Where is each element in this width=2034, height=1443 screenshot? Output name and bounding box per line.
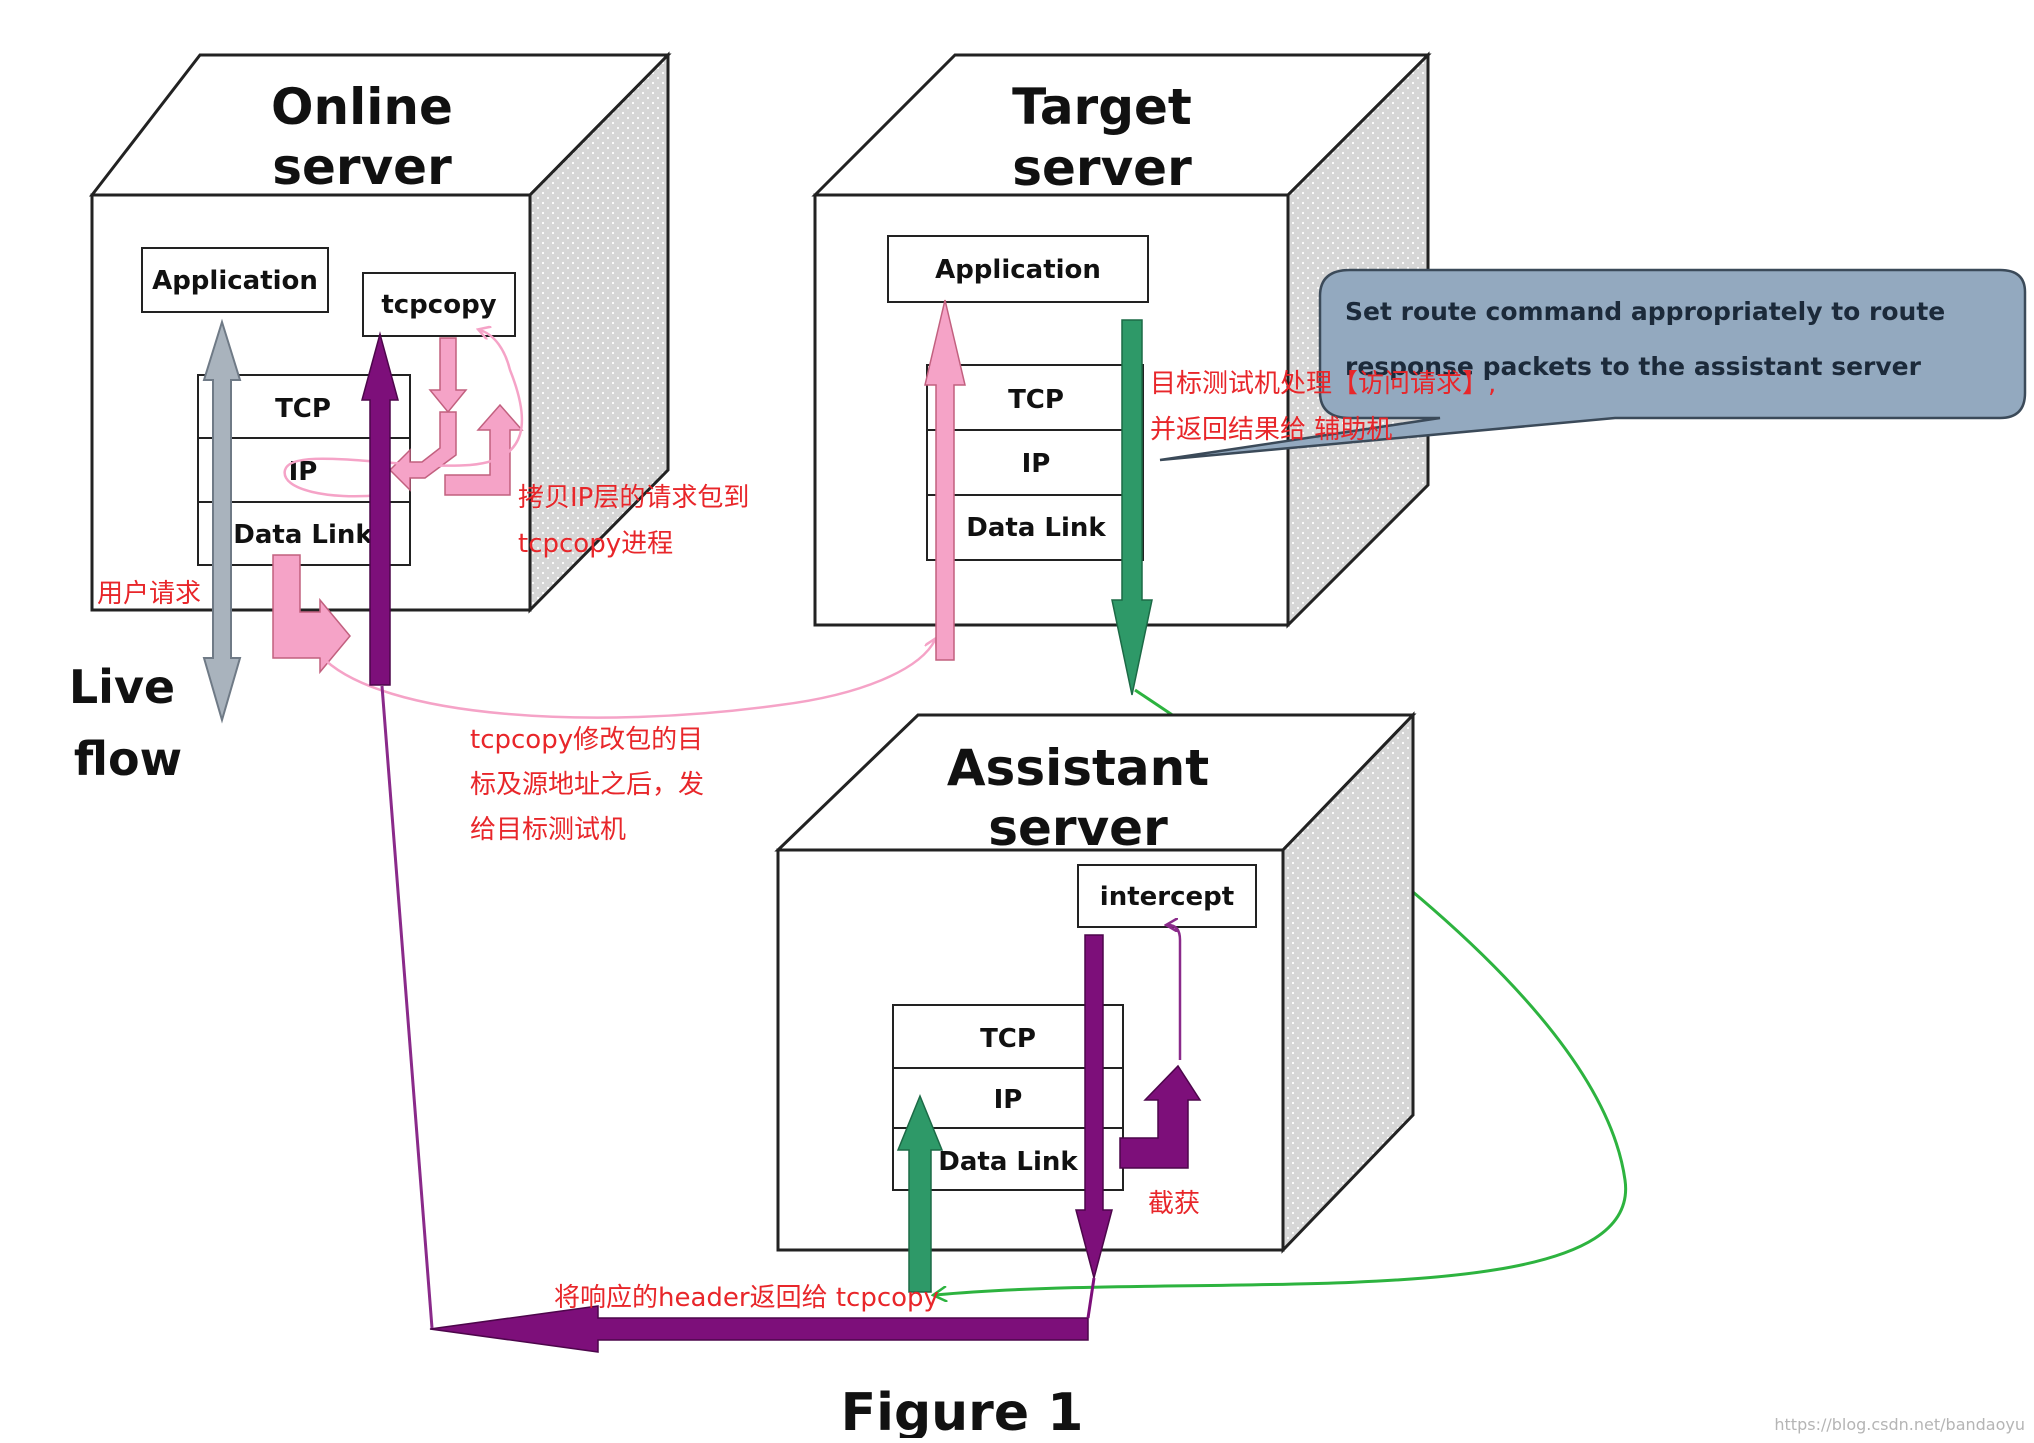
online-copy-down-arrow <box>428 337 468 414</box>
target-server-title-line2: server <box>1012 139 1192 197</box>
note-modify-line2: 标及源地址之后，发 <box>470 770 704 800</box>
target-protocol-stack: TCP IP Data Link <box>926 364 1144 561</box>
live-flow-line1: Live <box>69 660 175 714</box>
tcpcopy-copy-loop-line <box>283 330 524 498</box>
figure-caption: Figure 1 <box>841 1383 1084 1438</box>
target-application-label: Application <box>935 255 1101 285</box>
note-copy-ip-line2: tcpcopy进程 <box>518 529 673 559</box>
note-modify-line3: 给目标测试机 <box>470 815 626 845</box>
assistant-capture-elbow-arrow <box>1119 1064 1202 1169</box>
online-to-target-forward-line <box>319 640 935 719</box>
online-application-box: Application <box>141 247 329 313</box>
online-server-title-line2: server <box>272 138 452 196</box>
assistant-ip-label: IP <box>994 1085 1023 1115</box>
target-ip-label: IP <box>1022 449 1051 479</box>
online-datalink-out-arrow <box>272 554 351 675</box>
note-user-request: 用户请求 <box>97 579 201 609</box>
target-application-box: Application <box>887 235 1149 303</box>
callout-line1: Set route command appropriately to route <box>1345 297 1945 326</box>
note-modify-line1: tcpcopy修改包的目 <box>470 725 703 755</box>
callout-line2: response packets to the assistant server <box>1345 352 1922 381</box>
assistant-arrow-connector <box>1086 1277 1096 1319</box>
online-datalink-label: Data Link <box>233 520 373 550</box>
online-tcpcopy-label: tcpcopy <box>381 290 496 320</box>
target-datalink-label: Data Link <box>966 513 1106 543</box>
assistant-server-title-line1: Assistant <box>947 739 1209 797</box>
note-copy-ip-line1: 拷贝IP层的请求包到 <box>518 483 749 513</box>
assistant-datalink-label: Data Link <box>938 1147 1078 1177</box>
note-target-line2: 并返回结果给 辅助机 <box>1150 415 1392 445</box>
online-server-title-line1: Online <box>271 78 453 136</box>
assistant-tcp-label: TCP <box>980 1024 1036 1054</box>
note-return-header: 将响应的header返回给 tcpcopy <box>554 1283 939 1313</box>
assistant-capture-to-intercept-line <box>1168 925 1182 1060</box>
assistant-intercept-box: intercept <box>1077 864 1257 928</box>
online-tcp-label: TCP <box>275 394 331 424</box>
target-response-down-arrow <box>1111 319 1153 696</box>
online-tcpcopy-box: tcpcopy <box>362 272 516 337</box>
header-return-to-online-line <box>380 685 434 1329</box>
assistant-to-online-header-arrow <box>429 1305 1089 1353</box>
online-copy-elbow-arrow <box>388 411 457 492</box>
live-flow-line2: flow <box>74 732 182 786</box>
assistant-response-up-arrow <box>896 1094 944 1293</box>
assistant-intercept-label: intercept <box>1100 882 1234 912</box>
online-copy-up-elbow-arrow <box>444 403 524 496</box>
assistant-server-title-line2: server <box>988 799 1168 857</box>
note-capture: 截获 <box>1148 1189 1200 1219</box>
online-return-up-arrow <box>361 331 399 686</box>
route-command-callout: Set route command appropriately to route… <box>1159 268 2027 462</box>
assistant-header-down-arrow <box>1075 934 1113 1281</box>
target-request-up-arrow <box>924 299 966 661</box>
note-target-line1: 目标测试机处理【访问请求】, <box>1150 369 1496 399</box>
live-flow-double-arrow <box>202 318 242 724</box>
target-server-title-line1: Target <box>1012 78 1192 136</box>
target-tcp-label: TCP <box>1008 385 1064 415</box>
online-application-label: Application <box>152 266 318 296</box>
watermark-text: https://blog.csdn.net/bandaoyu <box>1774 1415 2025 1434</box>
